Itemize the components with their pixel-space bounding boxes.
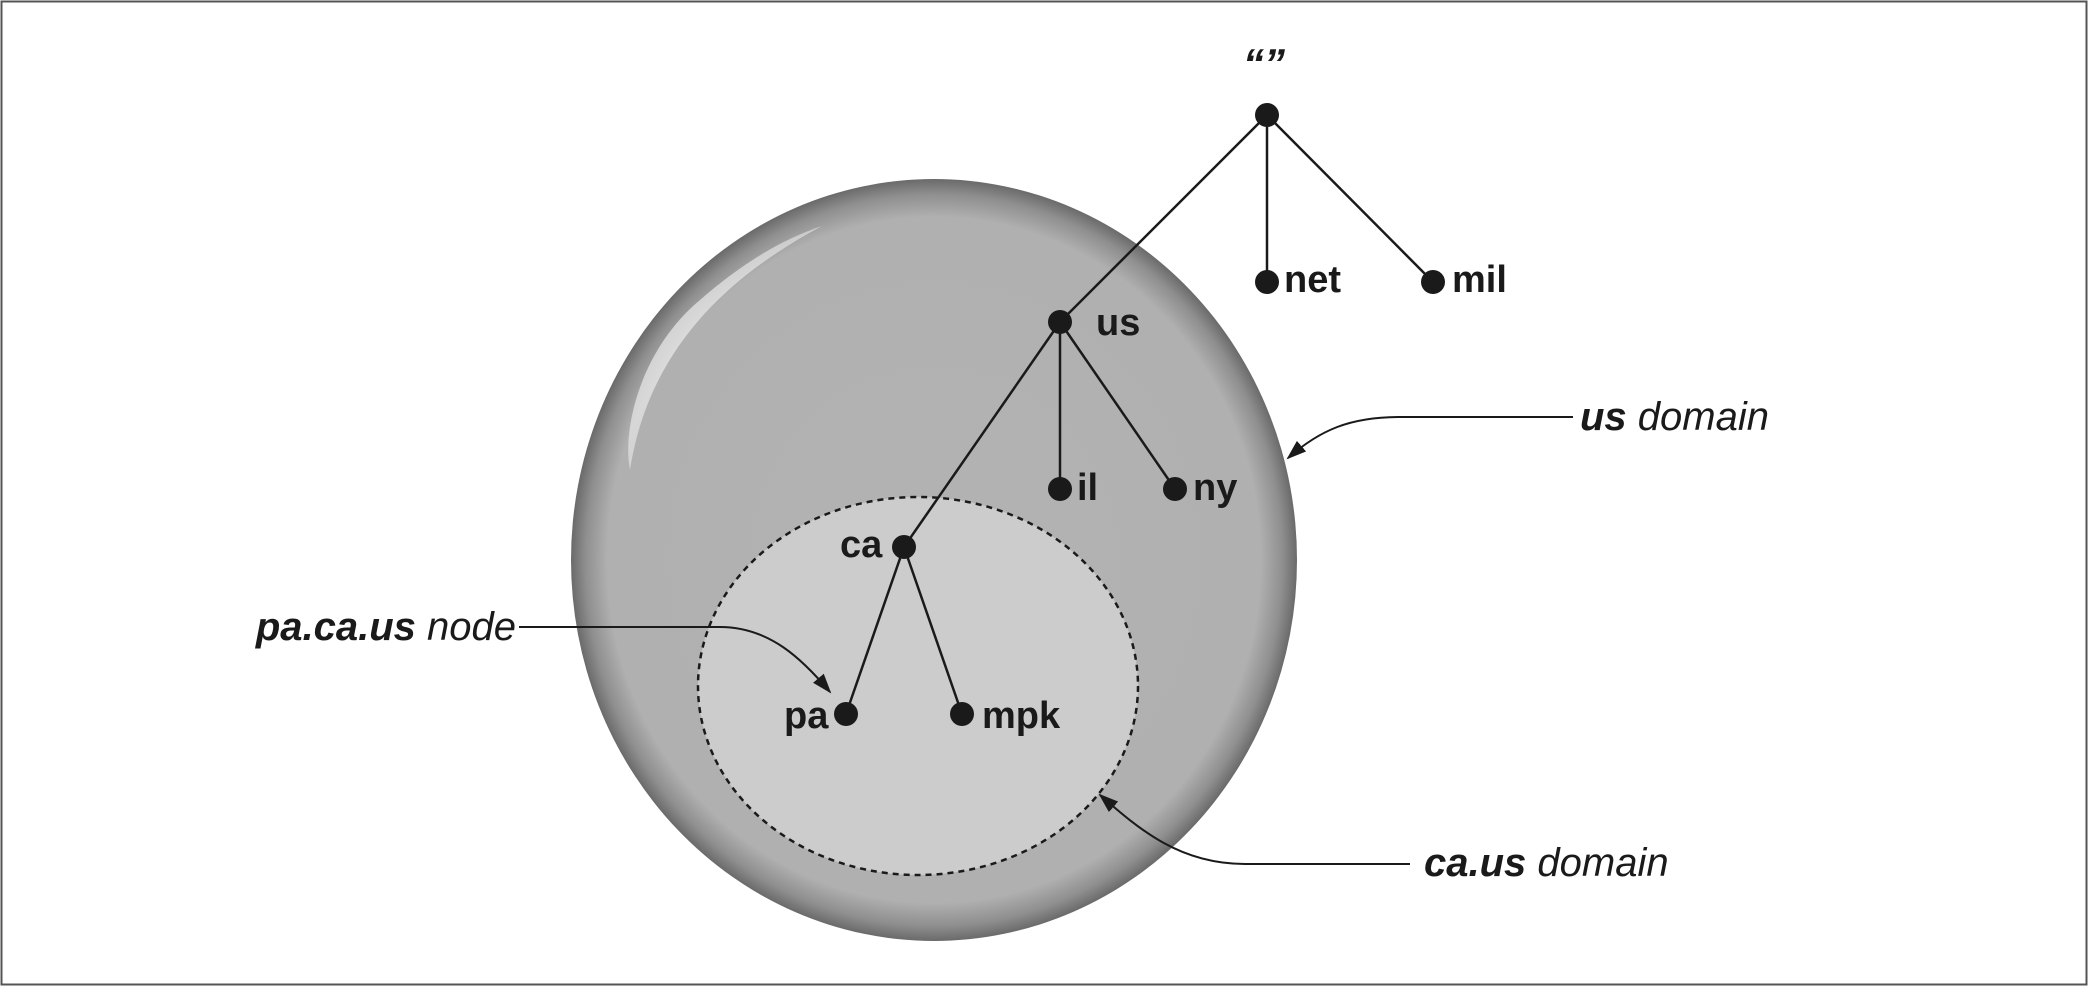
tree-edges	[844, 114, 1434, 715]
ca-us-domain-callout: ca.us domain	[1424, 841, 1669, 885]
pa-node-callout-line	[519, 626, 832, 694]
il-label: il	[1077, 467, 1098, 509]
edge-ca-mpk	[902, 546, 964, 715]
pa-label: pa	[784, 695, 829, 737]
us-label: us	[1096, 302, 1140, 344]
edge-us-ca	[902, 321, 1062, 548]
node-ca	[892, 535, 916, 559]
net-label: net	[1284, 259, 1341, 301]
ca-us-domain-callout-text: domain	[1526, 841, 1668, 885]
node-pa	[834, 702, 858, 726]
pa-node-callout-text: node	[416, 605, 516, 649]
us-domain-callout-line	[1286, 416, 1573, 460]
pa-node-callout: pa.ca.us node	[255, 605, 516, 649]
us-domain-callout: us domain	[1580, 395, 1769, 439]
domain-highlight	[628, 226, 822, 470]
node-ny	[1163, 477, 1187, 501]
us-domain-callout-bold: us	[1580, 395, 1627, 439]
mil-label: mil	[1452, 259, 1507, 301]
node-root	[1255, 103, 1279, 127]
ca-us-domain-callout-bold: ca.us	[1424, 841, 1526, 885]
edge-us-ny	[1058, 321, 1177, 490]
ca-label: ca	[840, 524, 883, 566]
ca-us-domain-region	[696, 495, 1140, 877]
edge-ca-pa	[844, 546, 906, 715]
tree-nodes	[834, 103, 1445, 726]
node-net	[1255, 270, 1279, 294]
us-domain-callout-text: domain	[1627, 395, 1769, 439]
node-us	[1048, 310, 1072, 334]
edge-root-us	[1059, 114, 1268, 323]
node-mil	[1421, 270, 1445, 294]
mpk-label: mpk	[982, 695, 1061, 737]
edge-root-mil	[1266, 114, 1434, 283]
ca-us-domain-callout-line	[1098, 793, 1410, 865]
node-mpk	[950, 702, 974, 726]
pa-node-callout-bold: pa.ca.us	[255, 605, 416, 649]
ny-label: ny	[1193, 467, 1237, 509]
node-il	[1048, 477, 1072, 501]
root-label: “”	[1243, 40, 1285, 87]
